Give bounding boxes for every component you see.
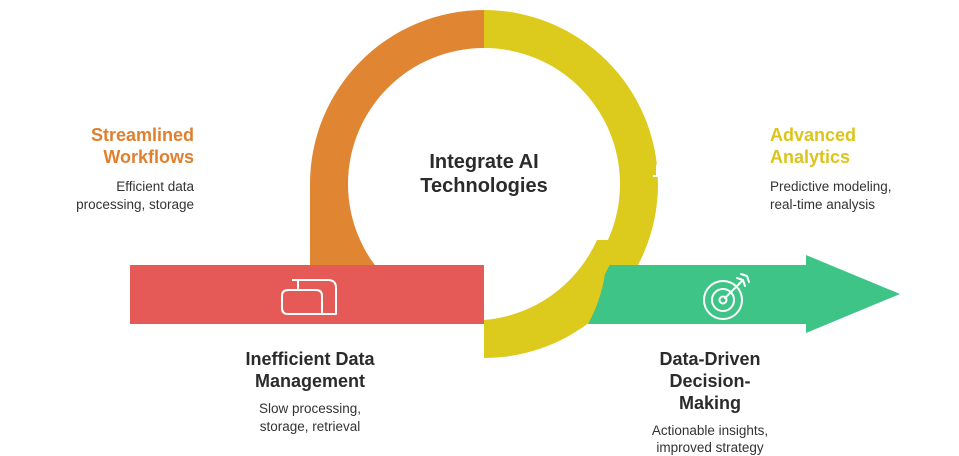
workflow-segment: [310, 10, 484, 320]
decision-title-line1: Data-Driven: [659, 349, 761, 369]
decision-description: Actionable insights, improved strategy: [610, 422, 810, 456]
inefficient-desc-line2: storage, retrieval: [259, 419, 361, 434]
inefficient-block: Inefficient Data Management Slow process…: [200, 348, 420, 436]
streamlined-title: Streamlined Workflows: [10, 124, 194, 168]
inefficient-bar: [130, 265, 484, 324]
inefficient-title-line2: Management: [254, 371, 366, 391]
analytics-title: Advanced Analytics: [770, 124, 956, 168]
streamlined-description: Efficient data processing, storage: [10, 178, 194, 214]
decision-arrow: [588, 255, 900, 333]
inefficient-title-line1: Inefficient Data: [245, 349, 375, 369]
decision-title-line2: Decision-: [669, 371, 751, 391]
decision-block: Data-Driven Decision- Making Actionable …: [610, 348, 810, 456]
analytics-desc-line1: Predictive modeling,: [770, 179, 892, 194]
inefficient-description: Slow processing, storage, retrieval: [200, 400, 420, 436]
streamlined-desc-line2: processing, storage: [76, 197, 194, 212]
analytics-segment-overlay: [484, 240, 620, 358]
inefficient-title: Inefficient Data Management: [200, 348, 420, 392]
gear-icon: [251, 135, 301, 185]
target-icon: [703, 273, 750, 320]
documents-icon: [281, 279, 337, 315]
analytics-block: Advanced Analytics Predictive modeling, …: [770, 124, 956, 214]
decision-desc-line2: improved strategy: [656, 440, 764, 455]
decision-title-line3: Making: [678, 393, 741, 413]
streamlined-title-line2: Workflows: [103, 147, 194, 167]
decision-desc-line1: Actionable insights,: [651, 423, 769, 438]
streamlined-title-line1: Streamlined: [90, 125, 194, 145]
center-title: Integrate AI Technologies: [384, 150, 584, 198]
analytics-title-line1: Advanced: [770, 125, 857, 145]
inefficient-desc-line1: Slow processing,: [258, 401, 362, 416]
center-title-line2: Technologies: [420, 175, 548, 197]
analytics-desc-line2: real-time analysis: [770, 197, 876, 212]
streamlined-block: Streamlined Workflows Efficient data pro…: [10, 124, 194, 214]
analytics-description: Predictive modeling, real-time analysis: [770, 178, 956, 214]
center-title-line1: Integrate AI: [429, 151, 539, 173]
analytics-title-line2: Analytics: [770, 147, 851, 167]
streamlined-desc-line1: Efficient data: [116, 179, 194, 194]
decision-title: Data-Driven Decision- Making: [610, 348, 810, 414]
bar-chart-icon: [653, 146, 717, 177]
